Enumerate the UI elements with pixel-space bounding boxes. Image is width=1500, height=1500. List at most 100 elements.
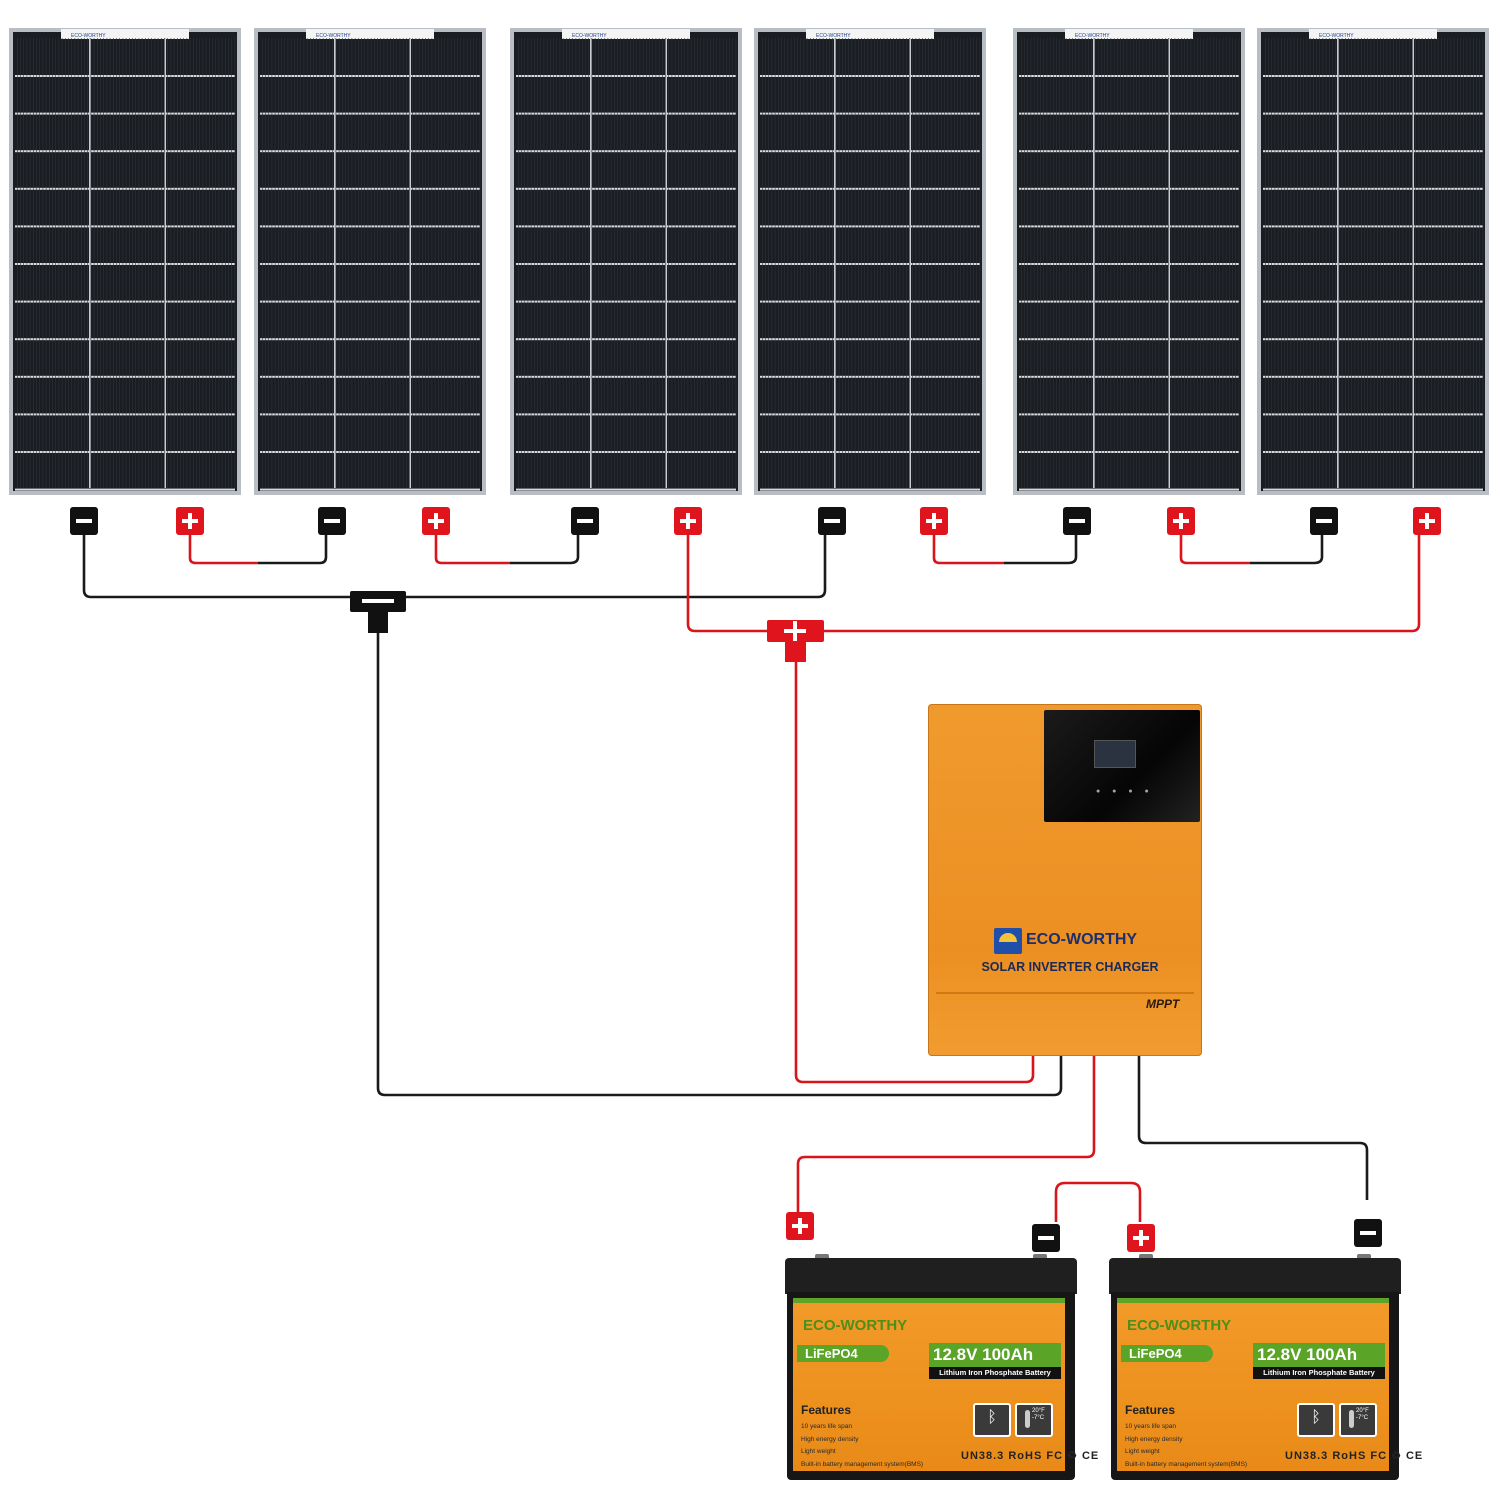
battery-post bbox=[815, 1254, 829, 1260]
panel-terminal-positive-6 bbox=[1413, 507, 1441, 535]
solar-panel-cells: ECO-WORTHY bbox=[1257, 28, 1489, 495]
solar-panel-6: ECO-WORTHY bbox=[1257, 28, 1489, 495]
battery-1-positive-terminal bbox=[786, 1212, 814, 1240]
battery-feature: Light weight bbox=[801, 1448, 836, 1455]
panel-brand-label: ECO-WORTHY bbox=[1075, 33, 1110, 39]
certification-marks: UN38.3 RoHS FC ♻ CE bbox=[961, 1450, 1100, 1462]
inverter-indicator-leds: ● ● ● ● bbox=[1096, 788, 1154, 795]
battery-spec-subtitle: Lithium Iron Phosphate Battery bbox=[1253, 1367, 1385, 1379]
panel-brand-label: ECO-WORTHY bbox=[1319, 33, 1354, 39]
temperature-range: 20°F -7°C bbox=[1032, 1408, 1045, 1421]
inverter-brand-text: ECO-WORTHY bbox=[1026, 931, 1138, 948]
solar-panel-cells: ECO-WORTHY bbox=[1013, 28, 1245, 495]
battery-brand: ECO-WORTHY bbox=[803, 1317, 908, 1334]
battery-lid bbox=[785, 1258, 1077, 1294]
positive-main-wire bbox=[686, 535, 1421, 633]
battery-2-positive-terminal bbox=[1127, 1224, 1155, 1252]
battery-positive-wire bbox=[796, 1055, 1096, 1212]
solar-panel-1: ECO-WORTHY bbox=[9, 28, 241, 495]
battery-brand: ECO-WORTHY bbox=[1127, 1317, 1232, 1334]
battery-feature: Built-in battery management system(BMS) bbox=[801, 1460, 924, 1468]
panel-terminal-negative-5 bbox=[1063, 507, 1091, 535]
battery-spec: 12.8V 100Ah bbox=[1257, 1345, 1358, 1364]
solar-panel-4: ECO-WORTHY bbox=[754, 28, 986, 495]
battery-post bbox=[1357, 1254, 1371, 1260]
inverter-subtitle: SOLAR INVERTER CHARGER bbox=[981, 960, 1159, 974]
panel-terminal-positive-5 bbox=[1167, 507, 1195, 535]
inverter-brand: ECO-WORTHY bbox=[994, 931, 1194, 949]
thermometer-icon: 20°F -7°C bbox=[1339, 1403, 1377, 1437]
battery-features-title: Features bbox=[1125, 1403, 1176, 1417]
thermometer-icon: 20°F -7°C bbox=[1015, 1403, 1053, 1437]
panel-terminal-negative-3 bbox=[571, 507, 599, 535]
battery-chemistry: LiFePO4 bbox=[1121, 1345, 1213, 1362]
panel-brand-label: ECO-WORTHY bbox=[572, 33, 607, 39]
solar-panel-cells: ECO-WORTHY bbox=[754, 28, 986, 495]
battery-feature: Light weight bbox=[1125, 1448, 1160, 1455]
solar-panel-3: ECO-WORTHY bbox=[510, 28, 742, 495]
solar-panel-5: ECO-WORTHY bbox=[1013, 28, 1245, 495]
battery-feature: 10 years life span bbox=[1125, 1423, 1176, 1430]
solar-panel-cells: ECO-WORTHY bbox=[9, 28, 241, 495]
solar-panel-cells: ECO-WORTHY bbox=[510, 28, 742, 495]
mppt-badge: MPPT bbox=[1146, 997, 1180, 1011]
positive-t-connector bbox=[767, 620, 824, 662]
panel-terminal-positive-1 bbox=[176, 507, 204, 535]
solar-panel-cells: ECO-WORTHY bbox=[254, 28, 486, 495]
series-jumper-1b bbox=[258, 535, 328, 565]
negative-down-wire bbox=[376, 630, 1063, 1097]
panel-terminal-negative-4 bbox=[818, 507, 846, 535]
series-jumper-1 bbox=[188, 535, 258, 565]
series-jumper-2b bbox=[510, 535, 580, 565]
panel-terminal-positive-2 bbox=[422, 507, 450, 535]
battery-post bbox=[1033, 1254, 1047, 1260]
panel-brand-label: ECO-WORTHY bbox=[316, 33, 351, 39]
bluetooth-icon bbox=[973, 1403, 1011, 1437]
temperature-range: 20°F -7°C bbox=[1356, 1408, 1369, 1421]
certification-marks: UN38.3 RoHS FC ♻ CE bbox=[1285, 1450, 1424, 1462]
negative-main-wire bbox=[82, 535, 827, 599]
negative-t-connector bbox=[350, 591, 406, 633]
panel-terminal-negative-1 bbox=[70, 507, 98, 535]
series-jumper-4 bbox=[1179, 535, 1250, 565]
solar-panel-2: ECO-WORTHY bbox=[254, 28, 486, 495]
panel-terminal-negative-2 bbox=[318, 507, 346, 535]
battery-spec: 12.8V 100Ah bbox=[933, 1345, 1034, 1364]
inverter-display-panel: ● ● ● ● bbox=[1044, 710, 1200, 822]
battery-feature: 10 years life span bbox=[801, 1423, 852, 1430]
battery-post bbox=[1139, 1254, 1153, 1260]
series-jumper-3 bbox=[932, 535, 1004, 565]
series-jumper-2 bbox=[434, 535, 510, 565]
battery-2-negative-terminal bbox=[1354, 1219, 1382, 1247]
eco-worthy-logo-icon bbox=[994, 928, 1022, 954]
battery-series-jumper bbox=[1054, 1181, 1142, 1222]
battery-negative-wire bbox=[1137, 1055, 1369, 1200]
series-jumper-4b bbox=[1250, 535, 1324, 565]
inverter-divider bbox=[936, 992, 1194, 994]
solar-inverter-charger: ● ● ● ● ECO-WORTHY SOLAR INVERTER CHARGE… bbox=[928, 704, 1202, 1056]
bluetooth-icon bbox=[1297, 1403, 1335, 1437]
positive-down-wire bbox=[794, 660, 1035, 1084]
panel-brand-label: ECO-WORTHY bbox=[816, 33, 851, 39]
battery-chemistry: LiFePO4 bbox=[797, 1345, 889, 1362]
panel-brand-label: ECO-WORTHY bbox=[71, 33, 106, 39]
inverter-lcd-screen bbox=[1094, 740, 1136, 768]
battery-feature: High energy density bbox=[1125, 1435, 1183, 1443]
panel-terminal-positive-4 bbox=[920, 507, 948, 535]
battery-feature: High energy density bbox=[801, 1435, 859, 1443]
battery-1-negative-terminal bbox=[1032, 1224, 1060, 1252]
battery-feature: Built-in battery management system(BMS) bbox=[1125, 1460, 1248, 1468]
battery-spec-subtitle: Lithium Iron Phosphate Battery bbox=[929, 1367, 1061, 1379]
series-jumper-3b bbox=[1004, 535, 1078, 565]
panel-terminal-positive-3 bbox=[674, 507, 702, 535]
